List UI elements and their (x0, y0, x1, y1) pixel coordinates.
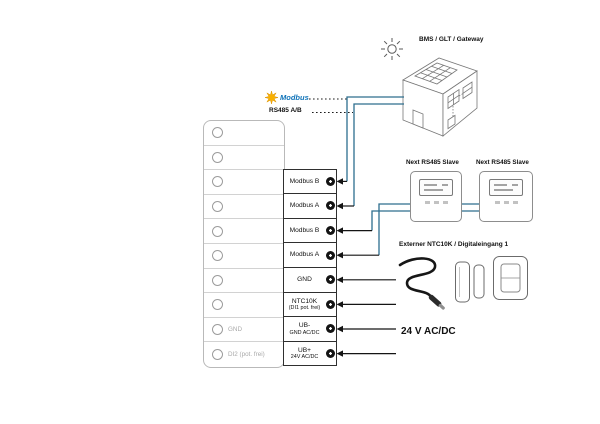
terminal-sublabel: GND AC/DC (289, 329, 320, 336)
thermostat-buttons (411, 201, 461, 204)
terminal-arrowheads (336, 178, 343, 357)
terminal-connector-dot (325, 201, 335, 211)
wall-switch-illustration (493, 256, 528, 300)
thermostat-buttons (480, 201, 532, 204)
terminal-circle (212, 274, 223, 286)
terminal-label: Modbus B (289, 226, 320, 234)
terminal-circle (212, 176, 223, 188)
terminal-row-labeled: GND (283, 266, 337, 293)
terminal-row-label: GND (228, 326, 242, 334)
modbus-logo: Modbus (265, 91, 309, 104)
terminal-row-labeled: Modbus B (283, 168, 337, 195)
terminal-row (204, 195, 284, 220)
power-label: 24 V AC/DC (401, 326, 456, 337)
terminal-row-label: DI2 (pot. frei) (228, 351, 265, 359)
terminal-row-labeled: NTC10K(DI1 pot. frei) (283, 291, 337, 318)
terminal-connector-dot (325, 275, 335, 285)
terminal-label: UB- (298, 322, 311, 330)
terminal-connector-dot (325, 226, 335, 236)
terminal-circle (212, 299, 223, 311)
terminal-label: UB+ (297, 346, 311, 354)
slave-left-label: Next RS485 Slave (406, 159, 459, 166)
terminal-row (204, 219, 284, 244)
terminal-label: Modbus B (289, 177, 320, 185)
terminal-row-labeled: Modbus A (283, 242, 337, 268)
terminal-connector-dot (325, 176, 335, 186)
terminal-label: Modbus A (289, 251, 320, 259)
bms-gateway-label: BMS / GLT / Gateway (419, 36, 484, 43)
terminal-circle (212, 127, 223, 139)
terminal-connector-dot (325, 349, 335, 359)
terminal-row (204, 146, 284, 171)
terminal-row (204, 170, 284, 195)
terminal-row-labeled: Modbus A (283, 193, 337, 219)
thermostat-device-left (410, 171, 462, 222)
modbus-star-icon (265, 91, 278, 104)
thermostat-device-right (479, 171, 533, 222)
terminal-label: Modbus A (289, 202, 320, 210)
external-input-label: Externer NTC10K / Digitaleingang 1 (399, 241, 509, 248)
terminal-strip-right: Modbus B Modbus A Modbus B Modbus A GND NTC10… (283, 168, 337, 367)
terminal-connector-dot (325, 324, 335, 334)
terminal-row (204, 269, 284, 294)
terminal-row (204, 121, 284, 146)
terminal-connector-dot (325, 250, 335, 260)
terminal-label: NTC10K (291, 297, 318, 305)
terminal-row-labeled: UB-GND AC/DC (283, 316, 337, 342)
terminal-circle (212, 349, 223, 361)
terminal-row-labeled: Modbus B (283, 217, 337, 244)
ntc-probe-illustration (398, 257, 445, 310)
terminal-row: DI2 (pot. frei) (204, 342, 284, 367)
terminal-label: GND (297, 276, 312, 284)
terminal-sublabel: 24V AC/DC (290, 354, 319, 361)
slave-right-label: Next RS485 Slave (476, 159, 529, 166)
terminal-row (204, 244, 284, 269)
terminal-row-labeled: UB+24V AC/DC (283, 340, 337, 367)
thermostat-display (419, 179, 453, 196)
thermostat-display (489, 179, 523, 196)
building-illustration (402, 57, 478, 137)
terminal-sublabel: (DI1 pot. frei) (288, 305, 321, 312)
rs485-label: RS485 A/B (269, 107, 302, 114)
terminal-stub-lines (342, 180, 396, 355)
modbus-b-slave-wire (371, 210, 410, 231)
terminal-circle (212, 151, 223, 163)
sun-icon (381, 38, 403, 60)
terminal-circle (212, 201, 223, 213)
terminal-row: GND (204, 318, 284, 343)
modbus-logo-text: Modbus (280, 93, 309, 102)
terminal-circle (212, 225, 223, 237)
terminal-circle (212, 324, 223, 336)
terminal-connector-dot (325, 299, 335, 309)
terminal-strip-left: GND DI2 (pot. frei) (203, 120, 285, 368)
door-contact-illustration (455, 261, 485, 303)
terminal-row (204, 293, 284, 318)
terminal-circle (212, 250, 223, 262)
